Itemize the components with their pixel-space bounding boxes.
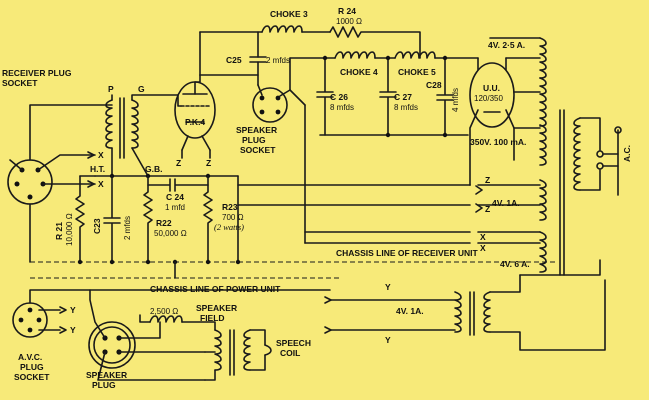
capacitor-c25 bbox=[249, 31, 267, 86]
label-c28: C28 bbox=[426, 80, 442, 90]
label-c27: C 27 bbox=[394, 92, 412, 102]
label-r24-val: 1000 Ω bbox=[336, 17, 362, 26]
label-r23-note: (2 watts) bbox=[214, 222, 244, 232]
ht-rail bbox=[289, 51, 479, 59]
label-r22-val: 50,000 Ω bbox=[154, 229, 187, 238]
label-speech-coil-2: COIL bbox=[280, 348, 300, 358]
resistor-r21 bbox=[75, 175, 85, 263]
label-g: G bbox=[138, 84, 145, 94]
label-speaker-field-val: 2,500 Ω bbox=[150, 307, 178, 316]
label-gb: G.B. bbox=[145, 164, 162, 174]
label-tx-4v1a-b: 4V. 1A. bbox=[396, 306, 424, 316]
label-r23: R23 bbox=[222, 202, 238, 212]
mains-transformer bbox=[489, 37, 601, 276]
input-transformer bbox=[105, 94, 179, 177]
label-p: P bbox=[108, 84, 114, 94]
label-r21-val: 10,000 Ω bbox=[65, 213, 74, 246]
capacitor-c26 bbox=[316, 57, 334, 136]
label-speaker-plug-b-2: PLUG bbox=[92, 380, 116, 390]
speaker-plug bbox=[88, 289, 206, 381]
speech-coil-transformer bbox=[204, 329, 272, 381]
avc-plug-socket bbox=[12, 289, 331, 338]
resistor-r22 bbox=[143, 175, 153, 263]
label-c24-val: 1 mfd bbox=[165, 203, 185, 212]
label-choke4: CHOKE 4 bbox=[340, 67, 378, 77]
label-c25: C25 bbox=[226, 55, 242, 65]
label-receiver-plug-1: RECEIVER PLUG bbox=[2, 68, 72, 78]
label-x-right2: X bbox=[480, 243, 486, 253]
label-ht: H.T. bbox=[90, 164, 105, 174]
speaker-field-coil bbox=[139, 314, 216, 331]
receiver-plug-socket bbox=[7, 104, 113, 263]
label-c26-val: 8 mfds bbox=[330, 103, 354, 112]
label-speech-coil-1: SPEECH bbox=[276, 338, 311, 348]
label-z-tube: Z bbox=[176, 158, 181, 168]
capacitor-c24 bbox=[147, 178, 209, 192]
rectifier-tube bbox=[469, 57, 515, 186]
label-speaker-field-1: SPEAKER bbox=[196, 303, 237, 313]
label-speaker-plug-2: PLUG bbox=[242, 135, 266, 145]
label-c24: C 24 bbox=[166, 192, 184, 202]
label-c23: C23 bbox=[92, 218, 102, 234]
label-c28-val: 4 mfds bbox=[451, 88, 460, 112]
label-z-right1: Z bbox=[485, 175, 490, 185]
label-c25-val: 2 mfds bbox=[266, 56, 290, 65]
label-r23-val: 700 Ω bbox=[222, 213, 244, 222]
label-c27-val: 8 mfds bbox=[394, 103, 418, 112]
label-tx-4v25a: 4V. 2·5 A. bbox=[488, 40, 525, 50]
capacitor-c28 bbox=[436, 57, 454, 136]
label-speaker-plug-b-1: SPEAKER bbox=[86, 370, 127, 380]
ac-input bbox=[596, 126, 622, 196]
wire-4v6a bbox=[519, 259, 601, 276]
resistor-r23 bbox=[203, 175, 213, 263]
label-avc-1: A.V.C. bbox=[18, 352, 42, 362]
label-speaker-field-2: FIELD bbox=[200, 313, 225, 323]
label-y-left1: Y bbox=[70, 305, 76, 315]
label-tx-4v1a: 4V. 1A. bbox=[492, 198, 520, 208]
label-speaker-plug-3: SOCKET bbox=[240, 145, 276, 155]
label-avc-2: PLUG bbox=[20, 362, 44, 372]
label-uu: U.U. bbox=[483, 83, 500, 93]
label-c23-val: 2 mfds bbox=[123, 216, 132, 240]
label-uu-val: 120/350 bbox=[474, 94, 503, 103]
label-speaker-plug-1: SPEAKER bbox=[236, 125, 277, 135]
label-pk4: P.K.4 bbox=[185, 117, 205, 127]
label-chassis-power: CHASSIS LINE OF POWER UNIT bbox=[150, 284, 281, 294]
label-tx-4v6a: 4V. 6 A. bbox=[500, 259, 530, 269]
label-chassis-receiver: CHASSIS LINE OF RECEIVER UNIT bbox=[336, 248, 478, 258]
label-avc-3: SOCKET bbox=[14, 372, 50, 382]
label-tx-350v: 350V. 100 mA. bbox=[470, 137, 526, 147]
valve-pk4 bbox=[174, 74, 259, 151]
resistor-r24 bbox=[329, 26, 421, 59]
label-x2: X bbox=[98, 179, 104, 189]
label-c26: C 26 bbox=[330, 92, 348, 102]
label-r22: R22 bbox=[156, 218, 172, 228]
choke-3 bbox=[199, 25, 331, 33]
label-r24: R 24 bbox=[338, 6, 356, 16]
label-x-right1: X bbox=[480, 232, 486, 242]
label-r21: R 21 bbox=[54, 222, 64, 240]
label-receiver-plug-2: SOCKET bbox=[2, 78, 38, 88]
label-choke5: CHOKE 5 bbox=[398, 67, 436, 77]
label-choke3: CHOKE 3 bbox=[270, 9, 308, 19]
label-y-right1: Y bbox=[385, 282, 391, 292]
speaker-plug-socket bbox=[252, 84, 291, 123]
label-y-right2: Y bbox=[385, 335, 391, 345]
label-x1: X bbox=[98, 150, 104, 160]
capacitor-c27 bbox=[379, 57, 397, 136]
label-y-left2: Y bbox=[70, 325, 76, 335]
label-ac: A.C. bbox=[622, 145, 632, 162]
capacitor-c23 bbox=[103, 175, 121, 263]
label-z-right2: Z bbox=[485, 204, 490, 214]
label-z-tube2: Z bbox=[206, 158, 211, 168]
filament-transformer bbox=[454, 274, 606, 351]
